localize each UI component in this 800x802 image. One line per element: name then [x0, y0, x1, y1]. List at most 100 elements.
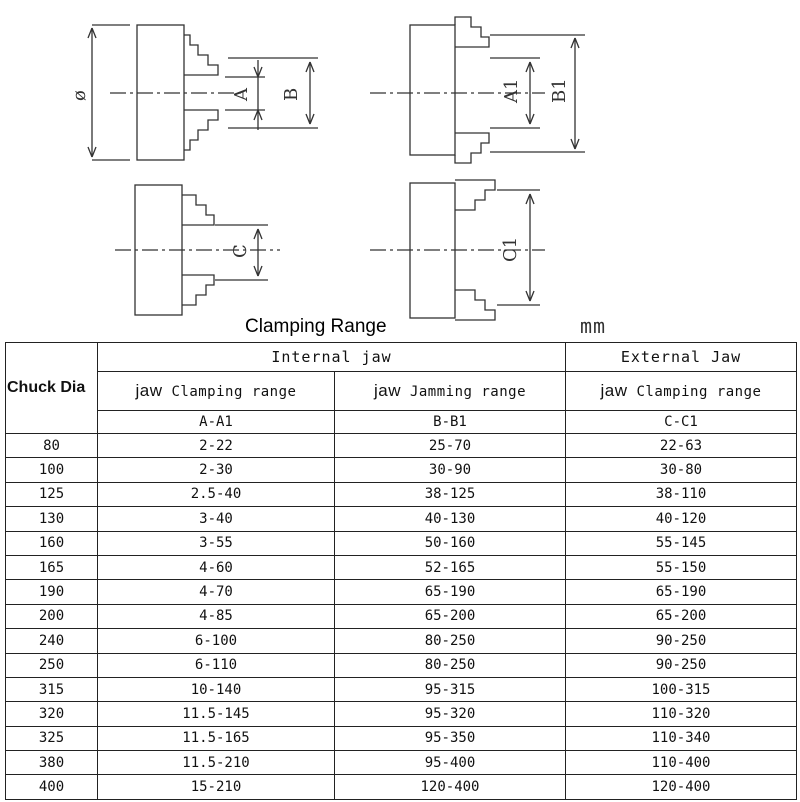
c-c1-cell: 120-400: [565, 774, 797, 800]
diagram-external-jaw-c1: [370, 179, 545, 321]
label-b1: B1: [549, 78, 570, 103]
clamping-range-title: Clamping Range: [245, 316, 387, 337]
a-a1-cell: 6-110: [97, 652, 335, 678]
a-a1-cell: 4-85: [97, 603, 335, 630]
c-c1-cell: 55-150: [565, 554, 797, 581]
internal-jamming-header: jaw Jamming range: [334, 371, 566, 411]
a-a1-cell: 10-140: [97, 676, 335, 703]
internal-clamping-header: jaw Clamping range: [97, 371, 335, 411]
col-c-c1-header: C-C1: [565, 410, 797, 434]
label-a: A: [231, 87, 252, 102]
diagram-internal-jaw-a1-b1: [370, 16, 585, 164]
c-c1-cell: 110-320: [565, 701, 797, 727]
b-b1-cell: 52-165: [334, 554, 566, 581]
b-b1-cell: 25-70: [334, 432, 566, 459]
b-b1-cell: 38-125: [334, 481, 566, 508]
chuck-dia-cell: 250: [5, 652, 98, 678]
c-c1-cell: 90-250: [565, 652, 797, 678]
a-a1-cell: 2-30: [97, 457, 335, 483]
a-a1-cell: 11.5-210: [97, 750, 335, 776]
label-b: B: [281, 88, 302, 101]
chuck-dia-cell: 165: [5, 554, 98, 581]
chuck-dia-cell: 100: [5, 457, 98, 483]
external-clamping-header: jaw Clamping range: [565, 371, 797, 411]
c-c1-cell: 65-200: [565, 603, 797, 630]
label-c: C: [230, 244, 251, 258]
label-a1: A1: [501, 79, 522, 104]
clamping-range-label: Clamping range: [636, 383, 762, 400]
diagram-external-jaw-c: [115, 184, 280, 316]
a-a1-cell: 2.5-40: [97, 481, 335, 508]
chuck-dia-cell: 315: [5, 676, 98, 703]
jaw-label: jaw: [373, 380, 401, 400]
label-c1: C1: [500, 237, 521, 262]
a-a1-cell: 3-55: [97, 530, 335, 556]
chuck-dia-cell: 190: [5, 579, 98, 605]
b-b1-cell: 95-350: [334, 725, 566, 752]
b-b1-cell: 95-320: [334, 701, 566, 727]
chuck-dia-cell: 160: [5, 530, 98, 556]
c-c1-cell: 110-340: [565, 725, 797, 752]
c-c1-cell: 38-110: [565, 481, 797, 508]
chuck-dia-cell: 200: [5, 603, 98, 630]
chuck-dia-cell: 400: [5, 774, 98, 800]
diagram-internal-jaw-a-b: [87, 24, 318, 161]
c-c1-cell: 55-145: [565, 530, 797, 556]
jaw-label: jaw: [135, 380, 163, 400]
a-a1-cell: 11.5-165: [97, 725, 335, 752]
unit-label: mm: [580, 314, 607, 338]
c-c1-cell: 22-63: [565, 432, 797, 459]
chuck-dia-cell: 325: [5, 725, 98, 752]
chuck-dia-cell: 130: [5, 506, 98, 532]
a-a1-cell: 3-40: [97, 506, 335, 532]
chuck-dia-cell: 125: [5, 481, 98, 508]
clamping-range-label: Clamping range: [171, 383, 297, 400]
a-a1-cell: 15-210: [97, 774, 335, 800]
c-c1-cell: 65-190: [565, 579, 797, 605]
a-a1-cell: 6-100: [97, 628, 335, 654]
c-c1-cell: 100-315: [565, 676, 797, 703]
c-c1-cell: 30-80: [565, 457, 797, 483]
a-a1-cell: 2-22: [97, 432, 335, 459]
c-c1-cell: 90-250: [565, 628, 797, 654]
chuck-dia-cell: 380: [5, 750, 98, 776]
col-a-a1-header: A-A1: [97, 410, 335, 434]
b-b1-cell: 65-190: [334, 579, 566, 605]
b-b1-cell: 120-400: [334, 774, 566, 800]
b-b1-cell: 80-250: [334, 628, 566, 654]
c-c1-cell: 40-120: [565, 506, 797, 532]
chuck-dia-cell: 80: [5, 432, 98, 459]
a-a1-cell: 4-60: [97, 554, 335, 581]
jamming-range-label: Jamming range: [409, 383, 527, 400]
col-b-b1-header: B-B1: [334, 410, 566, 434]
chuck-dia-cell: 240: [5, 628, 98, 654]
b-b1-cell: 30-90: [334, 457, 566, 483]
clamping-range-table: Chuck Dia Internal jaw External Jaw jaw …: [5, 342, 797, 800]
internal-jaw-header: Internal jaw: [97, 342, 566, 372]
b-b1-cell: 95-400: [334, 750, 566, 776]
chuck-dia-header: Chuck Dia: [5, 342, 98, 434]
a-a1-cell: 4-70: [97, 579, 335, 605]
chuck-dia-cell: 320: [5, 701, 98, 727]
b-b1-cell: 65-200: [334, 603, 566, 630]
label-diameter: ø: [69, 90, 90, 101]
b-b1-cell: 95-315: [334, 676, 566, 703]
b-b1-cell: 40-130: [334, 506, 566, 532]
b-b1-cell: 80-250: [334, 652, 566, 678]
b-b1-cell: 50-160: [334, 530, 566, 556]
